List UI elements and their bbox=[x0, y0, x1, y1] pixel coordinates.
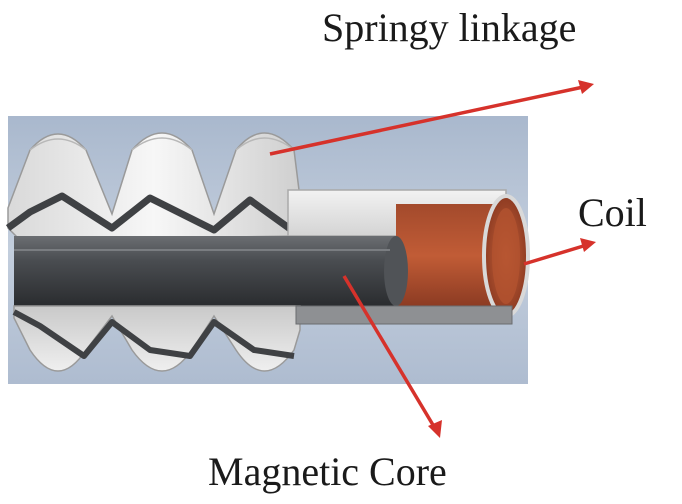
label-springy-linkage: Springy linkage bbox=[322, 5, 577, 50]
arrow-coil bbox=[523, 238, 596, 266]
springy-linkage-lower bbox=[12, 305, 513, 372]
label-coil: Coil bbox=[578, 190, 647, 235]
coil-winding bbox=[396, 194, 530, 318]
arrow-magnetic-core bbox=[342, 275, 442, 438]
springy-linkage-upper bbox=[5, 132, 303, 241]
label-magnetic-core: Magnetic Core bbox=[208, 449, 447, 494]
magnetic-core bbox=[14, 236, 408, 306]
arrow-springy-linkage bbox=[269, 80, 594, 156]
